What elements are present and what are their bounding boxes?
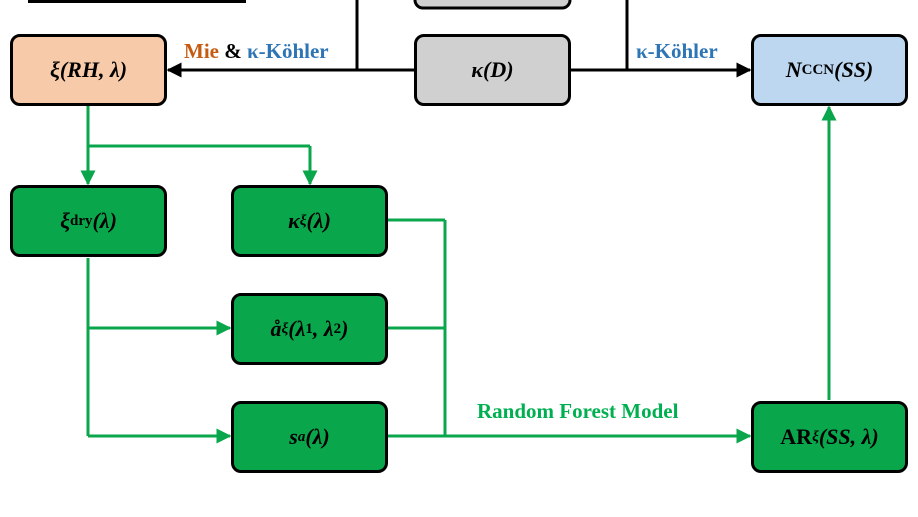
kappa-d-symbol: κ bbox=[471, 57, 484, 82]
label-amp: & bbox=[218, 39, 247, 63]
kappa-xi-subscript: ξ bbox=[299, 212, 307, 229]
kappa-xi-symbol: κ bbox=[288, 208, 300, 233]
s-a-symbol: s bbox=[289, 424, 298, 449]
ang-xi-symbol: å bbox=[270, 316, 282, 341]
top-partial-box bbox=[413, 0, 572, 10]
box-kappa-d: κ(D) bbox=[414, 34, 571, 106]
box-xi-rh-lambda: ξ(RH, λ) bbox=[10, 34, 167, 106]
ar-xi-subscript: ξ bbox=[812, 428, 819, 445]
ang-xi-args-c: ) bbox=[341, 316, 349, 341]
xi-rh-symbol: ξ bbox=[49, 57, 60, 82]
xi-dry-args: (λ) bbox=[92, 208, 117, 233]
label-mie: Mie bbox=[184, 39, 219, 63]
nccn-symbol: N bbox=[785, 57, 802, 82]
nccn-subscript: CCN bbox=[801, 61, 835, 78]
label-kohler-left: κ-Köhler bbox=[246, 39, 329, 63]
label-random-forest: Random Forest Model bbox=[477, 399, 679, 423]
ang-xi-lambda2-sub: 2 bbox=[333, 320, 342, 337]
ang-xi-lambda1-sub: 1 bbox=[305, 320, 313, 337]
nccn-args: (SS) bbox=[834, 57, 874, 82]
top-rule bbox=[28, 0, 246, 3]
kappa-xi-args: (λ) bbox=[306, 208, 331, 233]
ang-xi-subscript: ξ bbox=[281, 320, 289, 337]
label-mie-kohler: Mie & κ-Köhler bbox=[184, 39, 329, 64]
s-a-subscript: a bbox=[297, 428, 306, 445]
xi-rh-args: (RH, λ) bbox=[59, 57, 128, 82]
label-kohler-right: κ-Köhler bbox=[636, 39, 718, 63]
ar-xi-args: (SS, λ) bbox=[818, 424, 879, 449]
xi-dry-symbol: ξ bbox=[60, 208, 70, 233]
ar-xi-prefix: AR bbox=[780, 424, 813, 449]
ang-xi-args-a: (λ bbox=[288, 316, 306, 341]
ang-xi-args-b: , λ bbox=[312, 316, 334, 341]
kappa-d-args: (D) bbox=[483, 57, 514, 82]
s-a-args: (λ) bbox=[305, 424, 330, 449]
xi-dry-subscript: dry bbox=[69, 212, 93, 229]
